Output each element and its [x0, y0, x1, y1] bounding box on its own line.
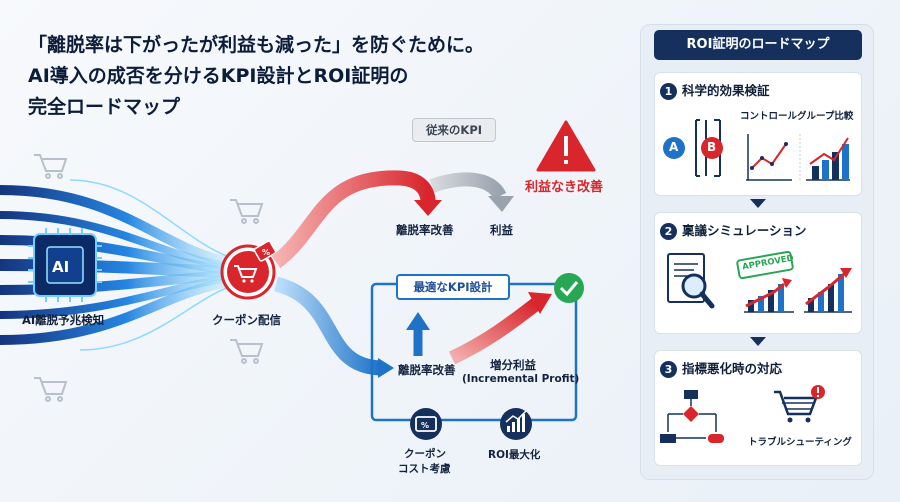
warning-label: 利益なき改善	[525, 180, 604, 195]
ab-test-icon	[663, 119, 723, 177]
profit-rise-arrow	[449, 298, 541, 365]
coupon-delivery-label: クーポン配信	[212, 313, 281, 327]
check-icon	[554, 273, 584, 303]
roadmap-header: ROI証明のロードマップ	[654, 30, 862, 60]
title-line-2: AI導入の成否を分けるKPI設計とROI証明の	[28, 65, 409, 87]
step-3-title-text: 指標悪化時の対応	[682, 361, 783, 376]
cart-icon	[230, 339, 264, 364]
step-arrow-1	[750, 199, 766, 208]
step-3-number: 3	[660, 361, 677, 378]
step-1-title: 1 科学的効果検証	[660, 80, 770, 100]
flowchart-icon	[660, 390, 724, 443]
growth-chart-icon	[744, 268, 852, 313]
legacy-profit-label: 利益	[490, 223, 513, 237]
cart-icon	[34, 154, 68, 179]
cart-icon	[34, 377, 68, 402]
incremental-profit-en-label: (Incremental Profit)	[462, 373, 580, 385]
optimal-churn-arrowhead	[378, 358, 394, 378]
optimal-churn-label: 離脱率改善	[398, 363, 456, 377]
step-3-card	[654, 350, 862, 466]
roi-max-label: ROI最大化	[488, 449, 541, 461]
legacy-profit-arrowhead	[488, 196, 514, 212]
step-1-title-text: 科学的効果検証	[682, 83, 770, 98]
coupon-cart-icon: %	[220, 240, 277, 300]
title-line-3: 完全ロードマップ	[28, 96, 181, 118]
ai-chip-icon	[28, 228, 102, 302]
step-1-illustration	[663, 119, 850, 181]
ai-chip-label: AI	[52, 258, 70, 276]
variant-a-label: A	[669, 140, 679, 154]
title-line-1: 「離脱率は下がったが利益も減った」を防ぐために。	[28, 34, 485, 56]
incremental-profit-label: 増分利益	[490, 358, 536, 372]
step-2-number: 2	[660, 223, 677, 240]
step-1-subtitle: コントロールグループ比較	[740, 111, 854, 122]
ai-detection-label: AI離脱予兆検知	[22, 313, 105, 327]
approved-stamp-icon	[736, 250, 794, 280]
warning-icon	[536, 120, 596, 172]
document-magnifier-icon	[667, 253, 715, 309]
step-3-title: 3 指標悪化時の対応	[660, 358, 782, 378]
optimal-kpi-badge: 最適なKPI設計	[396, 274, 510, 300]
step-3-subtitle: トラブルシューティング	[748, 437, 852, 448]
svg-text:%: %	[262, 248, 270, 257]
step-2-title-text: 稟議シミュレーション	[682, 223, 807, 238]
page-title: 「離脱率は下がったが利益も減った」を防ぐために。 AI導入の成否を分けるKPI設…	[28, 30, 628, 123]
legacy-churn-arrow	[271, 170, 436, 269]
legacy-churn-label: 離脱率改善	[396, 223, 454, 237]
roi-chart-icon	[500, 408, 532, 440]
coupon-cost-label-2: コスト考慮	[398, 463, 451, 475]
cart-icon	[230, 199, 264, 224]
step-3-illustration	[660, 385, 825, 443]
legacy-kpi-badge: 従来のKPI	[412, 118, 496, 142]
optimal-churn-arrow	[273, 276, 381, 376]
step-2-illustration	[667, 250, 852, 313]
comparison-chart-icon	[746, 134, 850, 181]
legacy-profit-arrow	[429, 172, 507, 200]
step-2-title: 2 稟議シミュレーション	[660, 220, 807, 240]
variant-b-label: B	[707, 140, 717, 154]
legacy-churn-arrowhead	[414, 200, 442, 216]
coupon-ticket-icon: %	[410, 408, 442, 440]
svg-text:%: %	[421, 421, 429, 430]
step-1-number: 1	[660, 83, 677, 100]
step-arrow-2	[750, 337, 766, 346]
coupon-cost-label-1: クーポン	[404, 448, 446, 460]
trouble-cart-icon	[774, 385, 825, 423]
